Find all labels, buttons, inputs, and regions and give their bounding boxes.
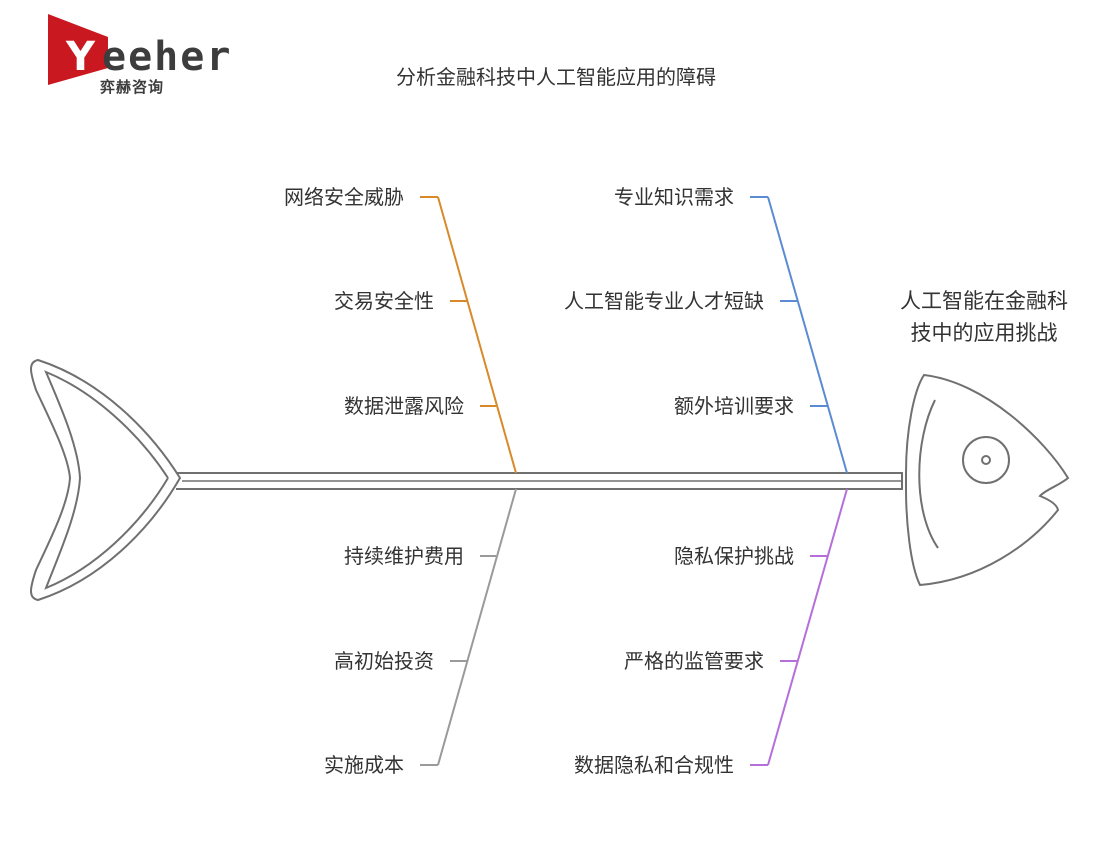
logo-initial: Y (65, 34, 96, 80)
cause-initial-investment: 高初始投资 (334, 649, 434, 673)
cause-privacy-compliance: 数据隐私和合规性 (574, 753, 734, 777)
cause-data-breach-risk: 数据泄露风险 (344, 394, 464, 418)
head-label-line-1: 人工智能在金融科 (900, 289, 1068, 313)
head-label-line-2: 技中的应用挑战 (911, 321, 1058, 345)
fish-head (905, 373, 1070, 587)
company-logo: Y eeher 弈赫咨询 (48, 14, 232, 96)
cause-transaction-security: 交易安全性 (334, 289, 434, 313)
fish-tail (30, 358, 182, 602)
branch-expertise (750, 196, 848, 474)
branch-privacy (750, 488, 848, 766)
fish-spine (176, 472, 903, 490)
branch-security (420, 196, 517, 474)
logo-subtitle: 弈赫咨询 (100, 78, 164, 96)
cause-talent-shortage: 人工智能专业人才短缺 (564, 289, 764, 313)
cause-maintenance-cost: 持续维护费用 (344, 544, 464, 568)
cause-extra-training: 额外培训要求 (674, 394, 794, 418)
cause-expertise-demand: 专业知识需求 (614, 185, 734, 209)
branch-cost (420, 488, 517, 766)
cause-privacy-protection: 隐私保护挑战 (674, 544, 794, 568)
diagram-title: 分析金融科技中人工智能应用的障碍 (396, 65, 716, 89)
fish-eye (962, 436, 1010, 484)
logo-wordmark: eeher (102, 34, 232, 80)
cause-strict-regulation: 严格的监管要求 (624, 649, 764, 673)
logo-red-mark (48, 14, 108, 85)
cause-cyber-threats: 网络安全威胁 (284, 185, 404, 209)
cause-implementation-cost: 实施成本 (324, 753, 404, 777)
